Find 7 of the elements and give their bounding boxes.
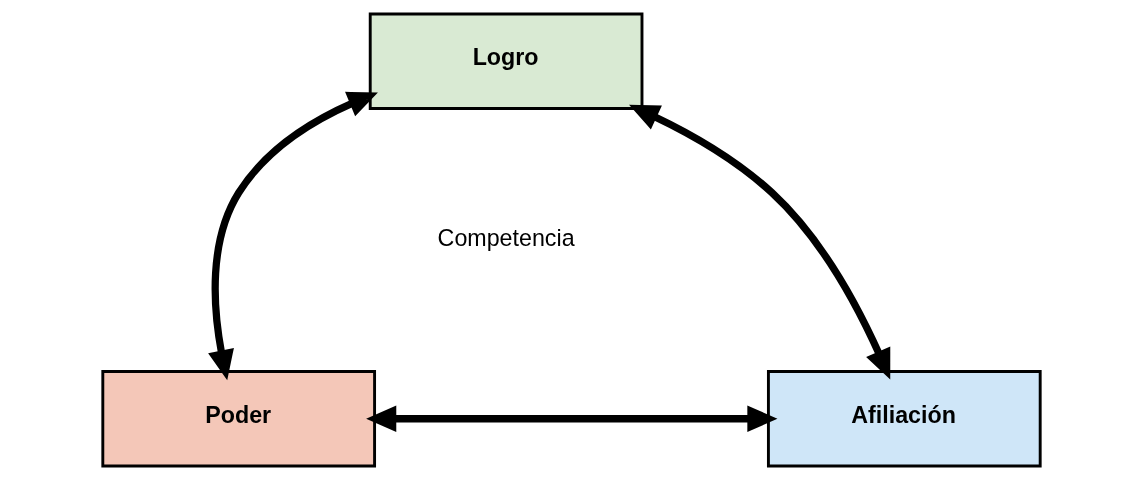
node-box: Logro — [368, 12, 644, 110]
arrow — [366, 405, 778, 432]
arrow — [208, 91, 378, 381]
node-box: Poder — [101, 370, 377, 468]
node-box: Afiliación — [766, 370, 1042, 468]
label: Competencia — [437, 224, 575, 251]
arrow — [629, 104, 891, 380]
